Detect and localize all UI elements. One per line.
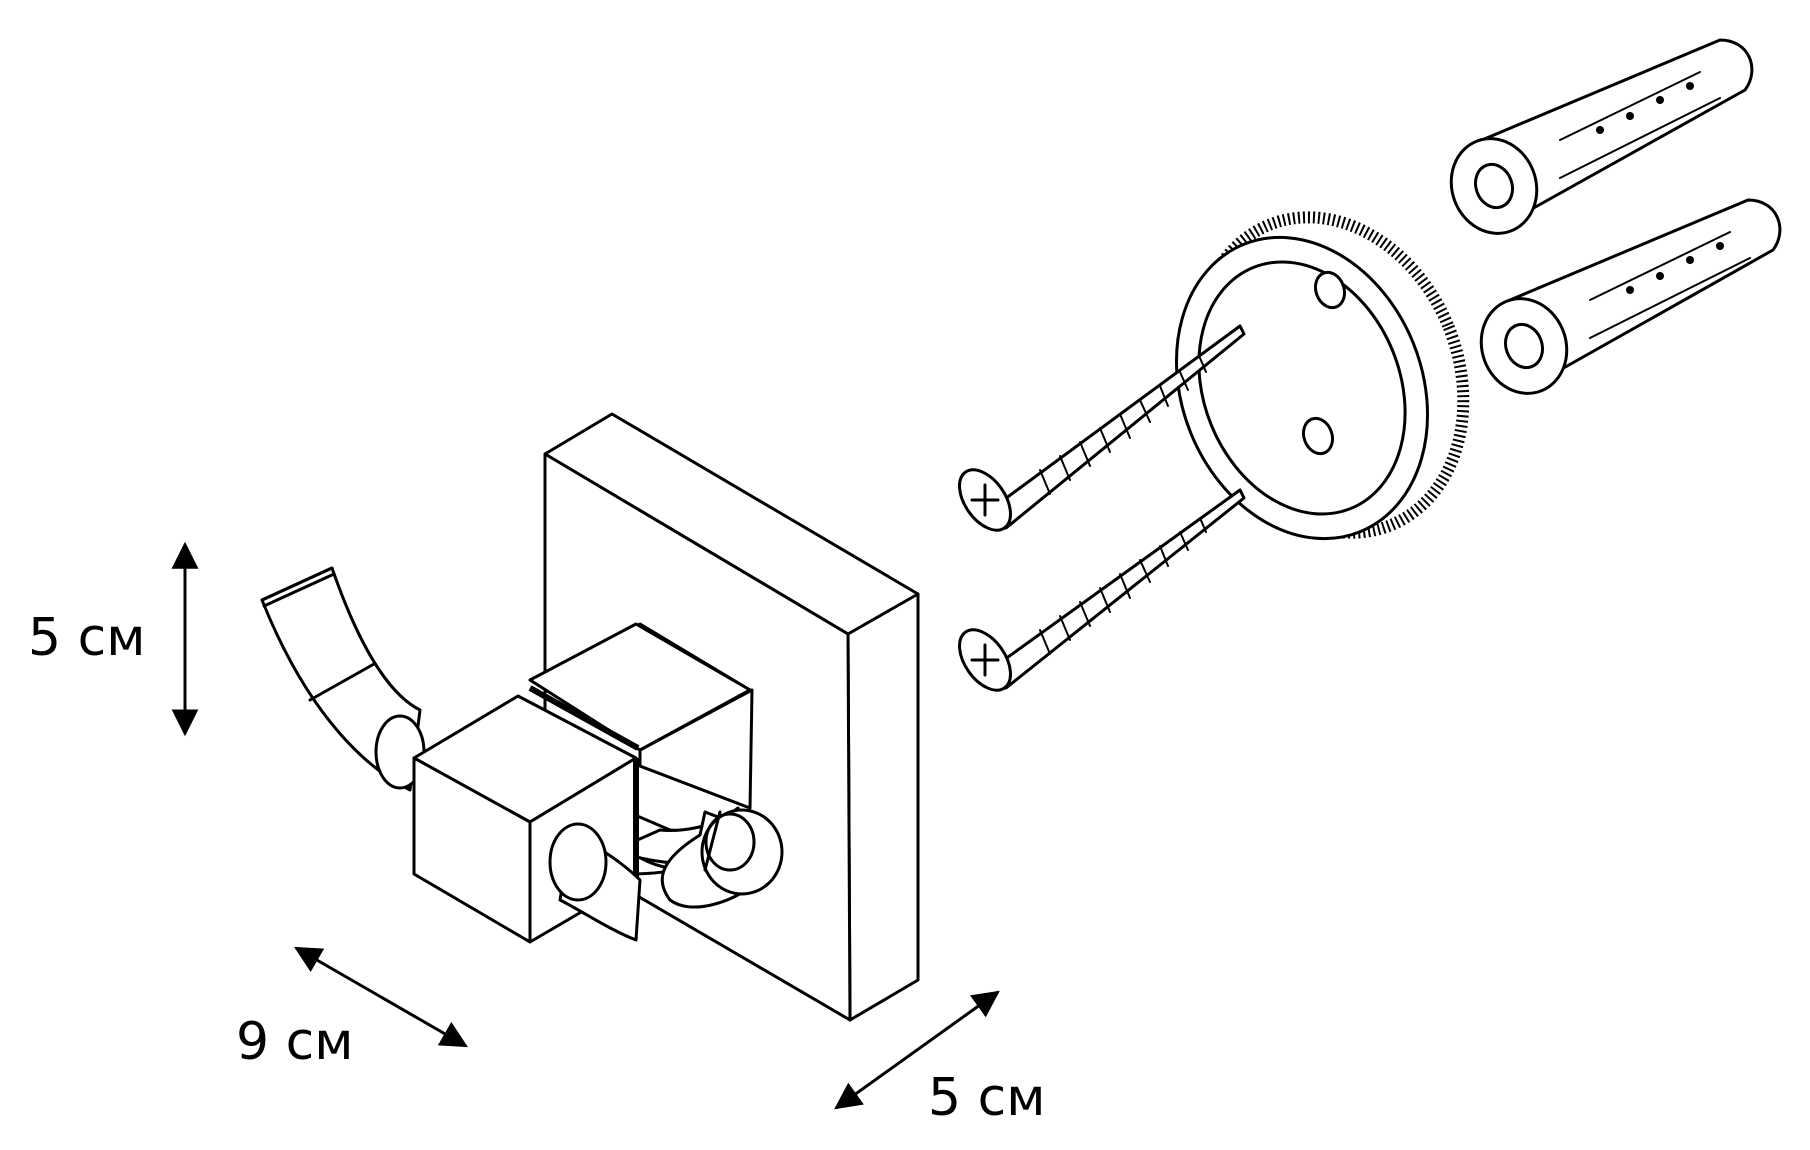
dim-width-arrow bbox=[294, 946, 468, 1048]
hook-cubes bbox=[412, 622, 754, 944]
wall-plug-upper bbox=[1449, 38, 1754, 235]
dim-depth-arrow bbox=[834, 990, 1000, 1110]
wall-plug-lower bbox=[1479, 198, 1782, 395]
hook-left-arm bbox=[260, 566, 426, 792]
dimension-depth-label: 5 см bbox=[928, 1068, 1046, 1128]
screw-lower bbox=[958, 488, 1246, 692]
mounting-bracket bbox=[1174, 211, 1470, 541]
screw-upper bbox=[958, 324, 1246, 532]
dimension-height-label: 5 см bbox=[28, 608, 146, 668]
dimension-width-label: 9 см bbox=[236, 1012, 354, 1072]
hook-connector bbox=[548, 822, 642, 942]
